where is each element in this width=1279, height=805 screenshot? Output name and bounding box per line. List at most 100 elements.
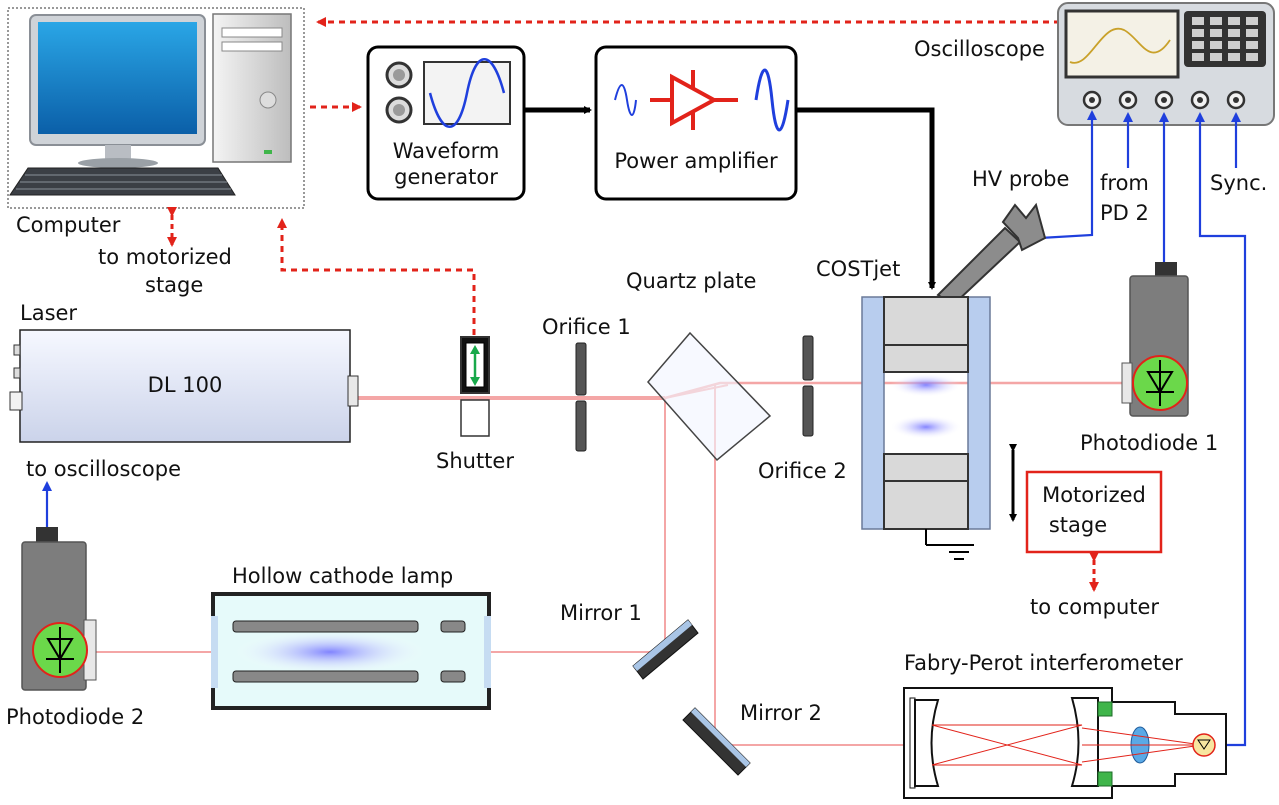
fp-piezo-bottom xyxy=(1097,771,1113,787)
power-amplifier-box xyxy=(594,45,798,201)
orifice1-lower xyxy=(575,400,587,452)
fabry-perot-interferometer xyxy=(903,687,1227,799)
keypad-key xyxy=(1228,41,1240,49)
hv-probe-label: HV probe xyxy=(972,167,1069,191)
dielectric-left xyxy=(861,296,885,530)
power-amplifier-label: Power amplifier xyxy=(614,149,778,173)
laser-label: Laser xyxy=(20,301,77,325)
laser-body xyxy=(19,329,351,443)
keypad-key xyxy=(1228,17,1240,25)
bnc-port-center xyxy=(1161,97,1167,103)
monitor-stand xyxy=(105,145,131,161)
shutter-arrow-up xyxy=(470,345,480,354)
laser-port xyxy=(13,344,21,356)
large-sine-icon xyxy=(754,68,790,132)
computer xyxy=(7,7,305,209)
fabry-perot-label: Fabry-Perot interferometer xyxy=(904,651,1183,675)
cathode-upper xyxy=(232,620,419,633)
from-pd2-label-2: PD 2 xyxy=(1100,201,1149,225)
from-pd2-label-1: from xyxy=(1100,171,1149,195)
to-computer-label: to computer xyxy=(1030,595,1159,619)
keypad-key xyxy=(1246,41,1258,49)
orifice2-upper xyxy=(802,335,814,381)
hv-probe-body xyxy=(936,226,1022,307)
sync-label: Sync. xyxy=(1210,171,1267,195)
laser-connector xyxy=(9,391,23,411)
mirror2-label: Mirror 2 xyxy=(740,701,822,725)
orifice1-label: Orifice 1 xyxy=(542,315,631,339)
photodiode2 xyxy=(21,527,97,691)
ground-icon xyxy=(926,544,974,560)
power-led xyxy=(264,150,272,154)
bnc-port-center xyxy=(1125,97,1131,103)
keypad-key xyxy=(1246,17,1258,25)
waveform-label-1: Waveform xyxy=(393,139,500,163)
fp-piezo-top xyxy=(1097,701,1113,717)
waveform-label-2: generator xyxy=(394,165,498,189)
dielectric-right xyxy=(967,296,991,530)
mirror1-body xyxy=(632,619,699,680)
monitor-base xyxy=(78,158,158,168)
motorized-stage-label-1: Motorized xyxy=(1042,483,1146,507)
bnc-port-center xyxy=(1233,97,1239,103)
keypad-key xyxy=(1210,41,1222,49)
fp-detector-diode xyxy=(1197,739,1211,750)
photodiode1 xyxy=(1121,262,1189,417)
to-oscilloscope-label: to oscilloscope xyxy=(26,457,181,481)
costjet xyxy=(861,296,991,560)
electrode-bottom-upper xyxy=(883,453,969,482)
computer-label: Computer xyxy=(16,213,121,237)
plasma-glow xyxy=(890,415,962,439)
electrode-top xyxy=(883,296,969,346)
laser-model-label: DL 100 xyxy=(148,373,223,397)
computer-frame xyxy=(7,7,305,209)
photodiode1-connector xyxy=(1155,262,1177,278)
keypad-key xyxy=(1246,29,1258,37)
bnc-port-center xyxy=(1197,97,1203,103)
keypad-key xyxy=(1246,53,1258,61)
drive-bay xyxy=(221,27,283,38)
waveform-generator xyxy=(366,45,526,201)
keypad xyxy=(1184,11,1266,67)
keyboard-keys xyxy=(16,174,231,190)
photodiode1-label: Photodiode 1 xyxy=(1080,431,1218,455)
fabry-perot-line xyxy=(1195,112,1247,747)
small-sine-icon xyxy=(614,84,637,116)
knob-center xyxy=(393,104,405,116)
power-amplifier xyxy=(594,45,798,201)
to-motorized-stage-label-2: stage xyxy=(145,273,203,297)
mirror2 xyxy=(682,707,751,776)
bnc-port-center xyxy=(1089,97,1095,103)
to-motorized-stage-label-1: to motorized xyxy=(98,245,232,269)
signal-lines xyxy=(42,110,1247,747)
quartz-plate-label: Quartz plate xyxy=(626,269,756,293)
orifice2-lower xyxy=(802,385,814,437)
keypad-key xyxy=(1192,41,1204,49)
photodiode1-mount xyxy=(1121,362,1133,404)
sine-wave-icon xyxy=(428,58,506,128)
mirror1-surface xyxy=(633,620,692,671)
photodiode2-label: Photodiode 2 xyxy=(6,705,144,729)
shutter-control-line xyxy=(277,218,476,335)
hv-probe xyxy=(936,202,1047,307)
keypad-key xyxy=(1228,29,1240,37)
anode-lower xyxy=(440,670,466,683)
keypad-key xyxy=(1192,53,1204,61)
motorized-stage-box xyxy=(1025,470,1163,554)
electrode-top-lower xyxy=(883,344,969,373)
lamp-plasma xyxy=(234,630,426,674)
motorized-stage-label-2: stage xyxy=(1049,513,1107,537)
electrode-bottom xyxy=(883,480,969,530)
oscilloscope xyxy=(1057,2,1275,126)
keypad-key xyxy=(1192,17,1204,25)
amplifier-symbol-icon xyxy=(650,70,738,130)
fp-detector-icon xyxy=(1192,733,1216,757)
shutter-housing xyxy=(460,399,490,437)
keypad-key xyxy=(1228,53,1240,61)
mirror1-label: Mirror 1 xyxy=(560,601,642,625)
laser-aperture xyxy=(347,375,359,407)
monitor-screen xyxy=(38,22,197,134)
oscilloscope-label: Oscilloscope xyxy=(914,37,1045,61)
hollow-cathode-lamp-label: Hollow cathode lamp xyxy=(232,564,453,588)
